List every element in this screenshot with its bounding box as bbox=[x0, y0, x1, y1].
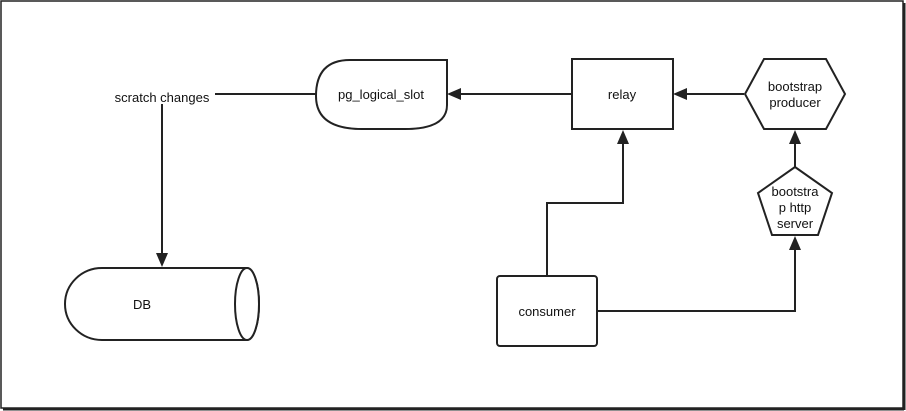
node-bootstrap-producer: bootstrap producer bbox=[743, 58, 847, 130]
bootstrap-http-server-label-line1: bootstra bbox=[772, 184, 820, 199]
node-bootstrap-http-server: bootstra p http server bbox=[756, 165, 834, 236]
node-consumer: consumer bbox=[496, 275, 598, 347]
bootstrap-producer-label-line2: producer bbox=[769, 95, 821, 110]
node-db: DB bbox=[64, 267, 260, 341]
bootstrap-http-server-label-line3: server bbox=[777, 216, 814, 231]
edge-bootstrap-http-server-to-bootstrap-producer bbox=[789, 130, 801, 167]
db-label: DB bbox=[133, 297, 151, 312]
node-relay: relay bbox=[571, 58, 674, 130]
edge-bootstrap-producer-to-relay bbox=[673, 88, 744, 100]
edge-relay-to-pg-logical-slot bbox=[447, 88, 571, 100]
edge-consumer-to-relay bbox=[546, 130, 629, 276]
pg-logical-slot-label: pg_logical_slot bbox=[338, 87, 424, 102]
bootstrap-producer-label-line1: bootstrap bbox=[768, 79, 822, 94]
bootstrap-http-server-label-line2: p http bbox=[779, 200, 812, 215]
relay-label: relay bbox=[608, 87, 637, 102]
node-scratch-changes: scratch changes bbox=[115, 90, 210, 105]
edge-scratch-changes-to-db bbox=[156, 104, 168, 267]
scratch-changes-label: scratch changes bbox=[115, 90, 210, 105]
consumer-label: consumer bbox=[518, 304, 576, 319]
node-pg-logical-slot: pg_logical_slot bbox=[314, 59, 448, 130]
edge-consumer-to-bootstrap-http-server bbox=[597, 236, 801, 312]
